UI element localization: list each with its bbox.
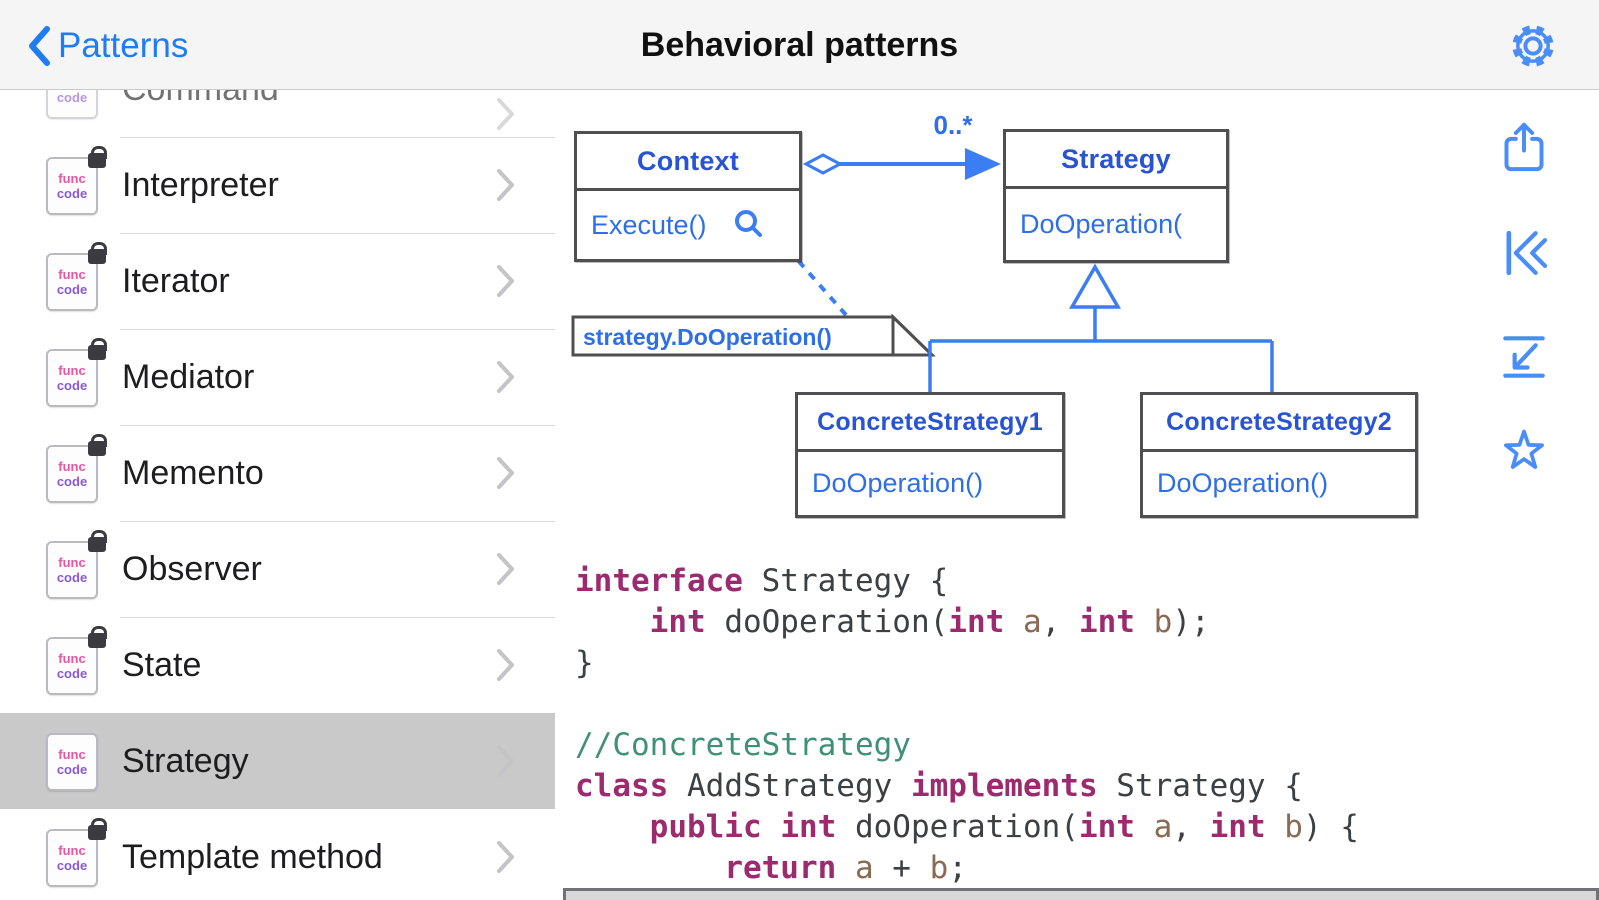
back-label: Patterns	[58, 26, 189, 65]
code-line: int doOperation(int a, int b);	[649, 604, 1210, 640]
sidebar-item-label: Command	[122, 90, 279, 109]
class-name: ConcreteStrategy1	[798, 395, 1062, 452]
code-line: return a + b;	[724, 850, 967, 886]
chevron-right-icon	[497, 553, 514, 585]
class-name: Strategy	[1006, 132, 1226, 189]
class-member: Execute()	[591, 209, 707, 240]
class-name: ConcreteStrategy2	[1143, 395, 1415, 452]
sidebar-item-label: Strategy	[122, 741, 249, 780]
lock-icon	[88, 338, 107, 360]
magnifier-icon[interactable]	[729, 205, 769, 245]
chevron-right-icon	[497, 169, 514, 201]
gear-icon[interactable]	[1505, 18, 1561, 74]
multiplicity-label: 0..*	[933, 110, 973, 140]
code-line	[575, 684, 1359, 725]
aggregation-diamond	[802, 153, 844, 175]
uml-class-concrete-strategy-1: ConcreteStrategy1 DoOperation()	[795, 392, 1065, 518]
class-member: DoOperation()	[1157, 468, 1329, 498]
class-member: DoOperation()	[812, 468, 984, 498]
back-chevron-icon	[29, 26, 50, 66]
sidebar-item-label: Mediator	[122, 357, 255, 396]
lock-icon	[88, 146, 107, 168]
chevron-right-icon	[497, 457, 514, 489]
back-button[interactable]: Patterns	[26, 21, 188, 71]
uml-note-text: strategy.DoOperation()	[583, 323, 832, 350]
skip-to-start-icon[interactable]	[1496, 222, 1552, 284]
chevron-right-icon	[497, 841, 514, 873]
sidebar-item-label: Interpreter	[122, 165, 279, 204]
sidebar-item-label: Template method	[122, 837, 383, 876]
lock-icon	[88, 434, 107, 456]
class-member: DoOperation(	[1020, 209, 1183, 239]
sidebar-item-label: State	[122, 645, 202, 684]
lock-icon	[88, 242, 107, 264]
share-icon[interactable]	[1496, 116, 1552, 178]
chevron-right-icon	[497, 649, 514, 681]
uml-class-context: Context Execute()	[574, 131, 802, 262]
sidebar-item-label: Iterator	[122, 261, 230, 300]
sidebar-item-label: Observer	[122, 549, 262, 588]
class-name: Context	[577, 134, 799, 191]
uml-class-concrete-strategy-2: ConcreteStrategy2 DoOperation()	[1140, 392, 1418, 518]
uml-class-strategy: Strategy DoOperation(	[1003, 129, 1229, 263]
chevron-right-icon	[497, 745, 514, 777]
code-line: interface Strategy {	[575, 563, 949, 599]
nav-bar: Patterns Behavioral patterns	[0, 0, 1599, 90]
chevron-right-icon	[497, 97, 514, 130]
chevron-right-icon	[497, 265, 514, 297]
code-block: interface Strategy { int doOperation(int…	[575, 561, 1359, 900]
next-snippet-partial	[563, 888, 1599, 900]
lock-icon	[88, 818, 107, 840]
code-line: }	[575, 645, 594, 681]
code-line: class AddStrategy implements Strategy {	[575, 768, 1303, 804]
lock-icon	[88, 626, 107, 648]
lock-icon	[88, 530, 107, 552]
page-title: Behavioral patterns	[640, 26, 959, 64]
code-line: //ConcreteStrategy	[575, 727, 911, 763]
favorite-star-icon[interactable]	[1496, 418, 1552, 480]
jump-to-bottom-icon[interactable]	[1496, 326, 1552, 388]
sidebar-item-label: Memento	[122, 453, 264, 492]
sidebar: funccodeCommandfunccodeInterpreterfuncco…	[0, 90, 555, 900]
code-line: public int doOperation(int a, int b) {	[649, 809, 1359, 845]
association-arrowhead	[965, 148, 1001, 180]
chevron-right-icon	[497, 361, 514, 393]
